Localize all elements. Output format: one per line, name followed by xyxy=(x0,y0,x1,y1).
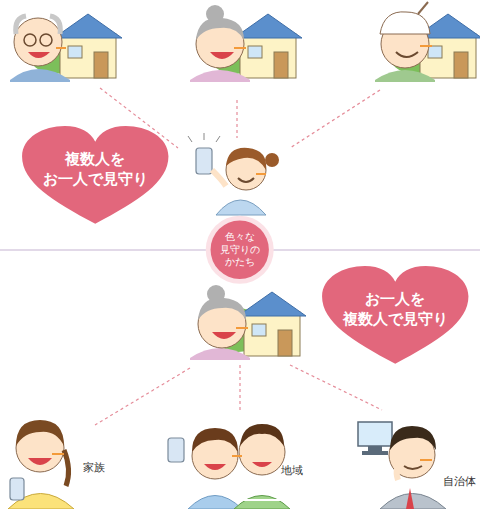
community-figure xyxy=(168,424,290,509)
heart-node: お一人を 複数人で見守り xyxy=(319,264,472,368)
node-text: お一人を 複数人で見守り xyxy=(334,289,456,330)
caregiver-figure xyxy=(188,133,279,215)
elderly-man-figure xyxy=(10,14,122,82)
elderly-woman-figure xyxy=(190,5,302,82)
group-label: 自治体 xyxy=(443,474,476,489)
government-figure xyxy=(358,422,446,509)
elderly-man-figure xyxy=(375,2,480,82)
group-label: 地域 xyxy=(281,463,303,478)
badge-node: 色々な 見守りの かたち xyxy=(205,215,274,284)
elderly-woman-figure xyxy=(190,285,306,360)
family-figure xyxy=(8,420,74,509)
node-text: 複数人を お一人で見守り xyxy=(34,149,156,190)
heart-node: 複数人を お一人で見守り xyxy=(19,124,172,228)
node-text: 色々な 見守りの かたち xyxy=(215,231,265,269)
group-label: 家族 xyxy=(83,460,105,475)
